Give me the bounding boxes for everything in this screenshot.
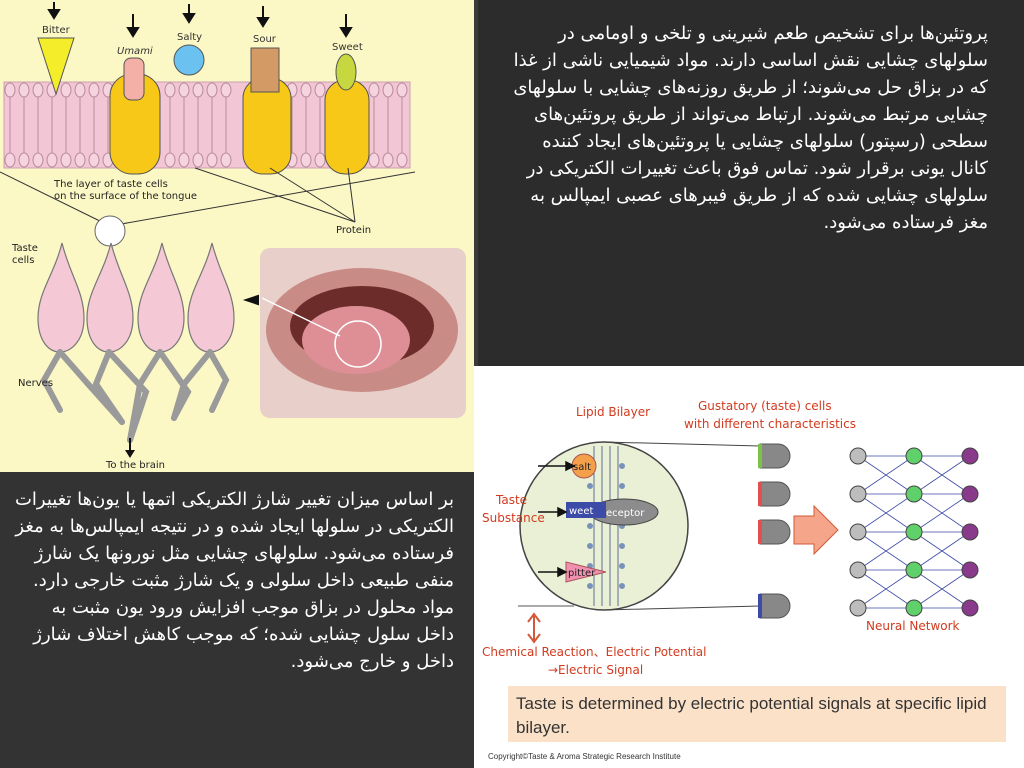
substance-arrows xyxy=(538,460,576,578)
top-paragraph: پروتئین‌ها برای تشخیص طعم شیرینی و تلخی … xyxy=(513,23,988,233)
taste-substance-label-line1: Taste xyxy=(495,493,527,507)
to-brain-arrow xyxy=(125,450,135,458)
taste-cells-label-line2: cells xyxy=(12,255,34,266)
bottom-text-panel: بر اساس میزان تغییر شارژ الکتریکی اتمها … xyxy=(0,472,474,768)
gustatory-diagram: Lipid Bilayer Gustatory (taste) cells wi… xyxy=(474,366,1024,768)
umami-label: Umami xyxy=(117,46,153,57)
salty-label: Salty xyxy=(177,32,202,43)
network-connections xyxy=(857,455,971,609)
umami-ligand xyxy=(123,57,145,101)
taste-cells-group xyxy=(37,242,235,353)
chemical-reaction-label-line2: →Electric Signal xyxy=(548,663,643,677)
bitter-label: pitter xyxy=(568,568,596,579)
membrane-tails xyxy=(9,97,403,153)
reaction-arrow xyxy=(527,612,541,644)
sour-ligand xyxy=(250,47,280,93)
top-text-panel: پروتئین‌ها برای تشخیص طعم شیرینی و تلخی … xyxy=(478,0,1024,366)
pointer-arrow xyxy=(242,294,259,306)
layer-label-line2: on the surface of the tongue xyxy=(54,191,197,202)
sweet-molecule xyxy=(566,502,606,518)
bitter-label: Bitter xyxy=(42,25,71,36)
membrane-pattern xyxy=(4,82,408,168)
tongue xyxy=(302,306,410,374)
zoom-lines xyxy=(603,441,761,611)
copyright-text: Copyright©Taste & Aroma Strategic Resear… xyxy=(488,752,681,761)
to-brain-label: To the brain xyxy=(105,460,165,471)
gustatory-cells-label-line2: with different characteristics xyxy=(684,417,856,431)
bilayer-magnifier xyxy=(519,441,689,611)
protein-leader-lines xyxy=(0,167,416,227)
caption-box: Taste is determined by electric potentia… xyxy=(508,686,1006,742)
network-nodes xyxy=(849,447,979,617)
signal-arrow xyxy=(793,504,839,556)
lipid-bilayer-label: Lipid Bilayer xyxy=(576,405,650,419)
chemical-reaction-label-line1: Chemical Reaction、Electric Potential xyxy=(482,645,706,659)
nerves-label: Nerves xyxy=(18,378,53,389)
nerve-fibers xyxy=(40,349,230,443)
zoom-circle xyxy=(94,215,126,247)
layer-label-line1: The layer of taste cells xyxy=(53,179,168,190)
bottom-paragraph: بر اساس میزان تغییر شارژ الکتریکی اتمها … xyxy=(14,489,454,672)
salt-label: salt xyxy=(573,462,591,473)
protein-label: Protein xyxy=(336,225,371,236)
stimulus-arrows xyxy=(47,2,353,38)
taste-cell-svg: Bitter Umami Salty Sour Sweet The layer … xyxy=(0,2,466,471)
taste-cell-diagram: Bitter Umami Salty Sour Sweet The layer … xyxy=(0,0,474,472)
tongue-zoom-circle xyxy=(334,320,382,368)
sweet-taste-cell xyxy=(324,79,370,175)
sour-label: Sour xyxy=(253,34,277,45)
taste-cells-label-line1: Taste xyxy=(11,243,38,254)
bilayer-lipids xyxy=(593,446,619,606)
salty-ligand xyxy=(173,44,205,76)
sweet-label: weet xyxy=(569,506,593,517)
receptor-label: eceptor xyxy=(606,508,645,519)
bitter-ligand xyxy=(37,37,75,96)
gustatory-cells xyxy=(758,443,791,619)
neural-network-label: Neural Network xyxy=(866,619,960,633)
gustatory-svg: Lipid Bilayer Gustatory (taste) cells wi… xyxy=(482,399,979,677)
sweet-ligand xyxy=(335,53,357,91)
gustatory-cells-label-line1: Gustatory (taste) cells xyxy=(698,399,832,413)
sweet-label: Sweet xyxy=(332,42,363,53)
taste-substance-label-line2: Substance xyxy=(482,511,545,525)
